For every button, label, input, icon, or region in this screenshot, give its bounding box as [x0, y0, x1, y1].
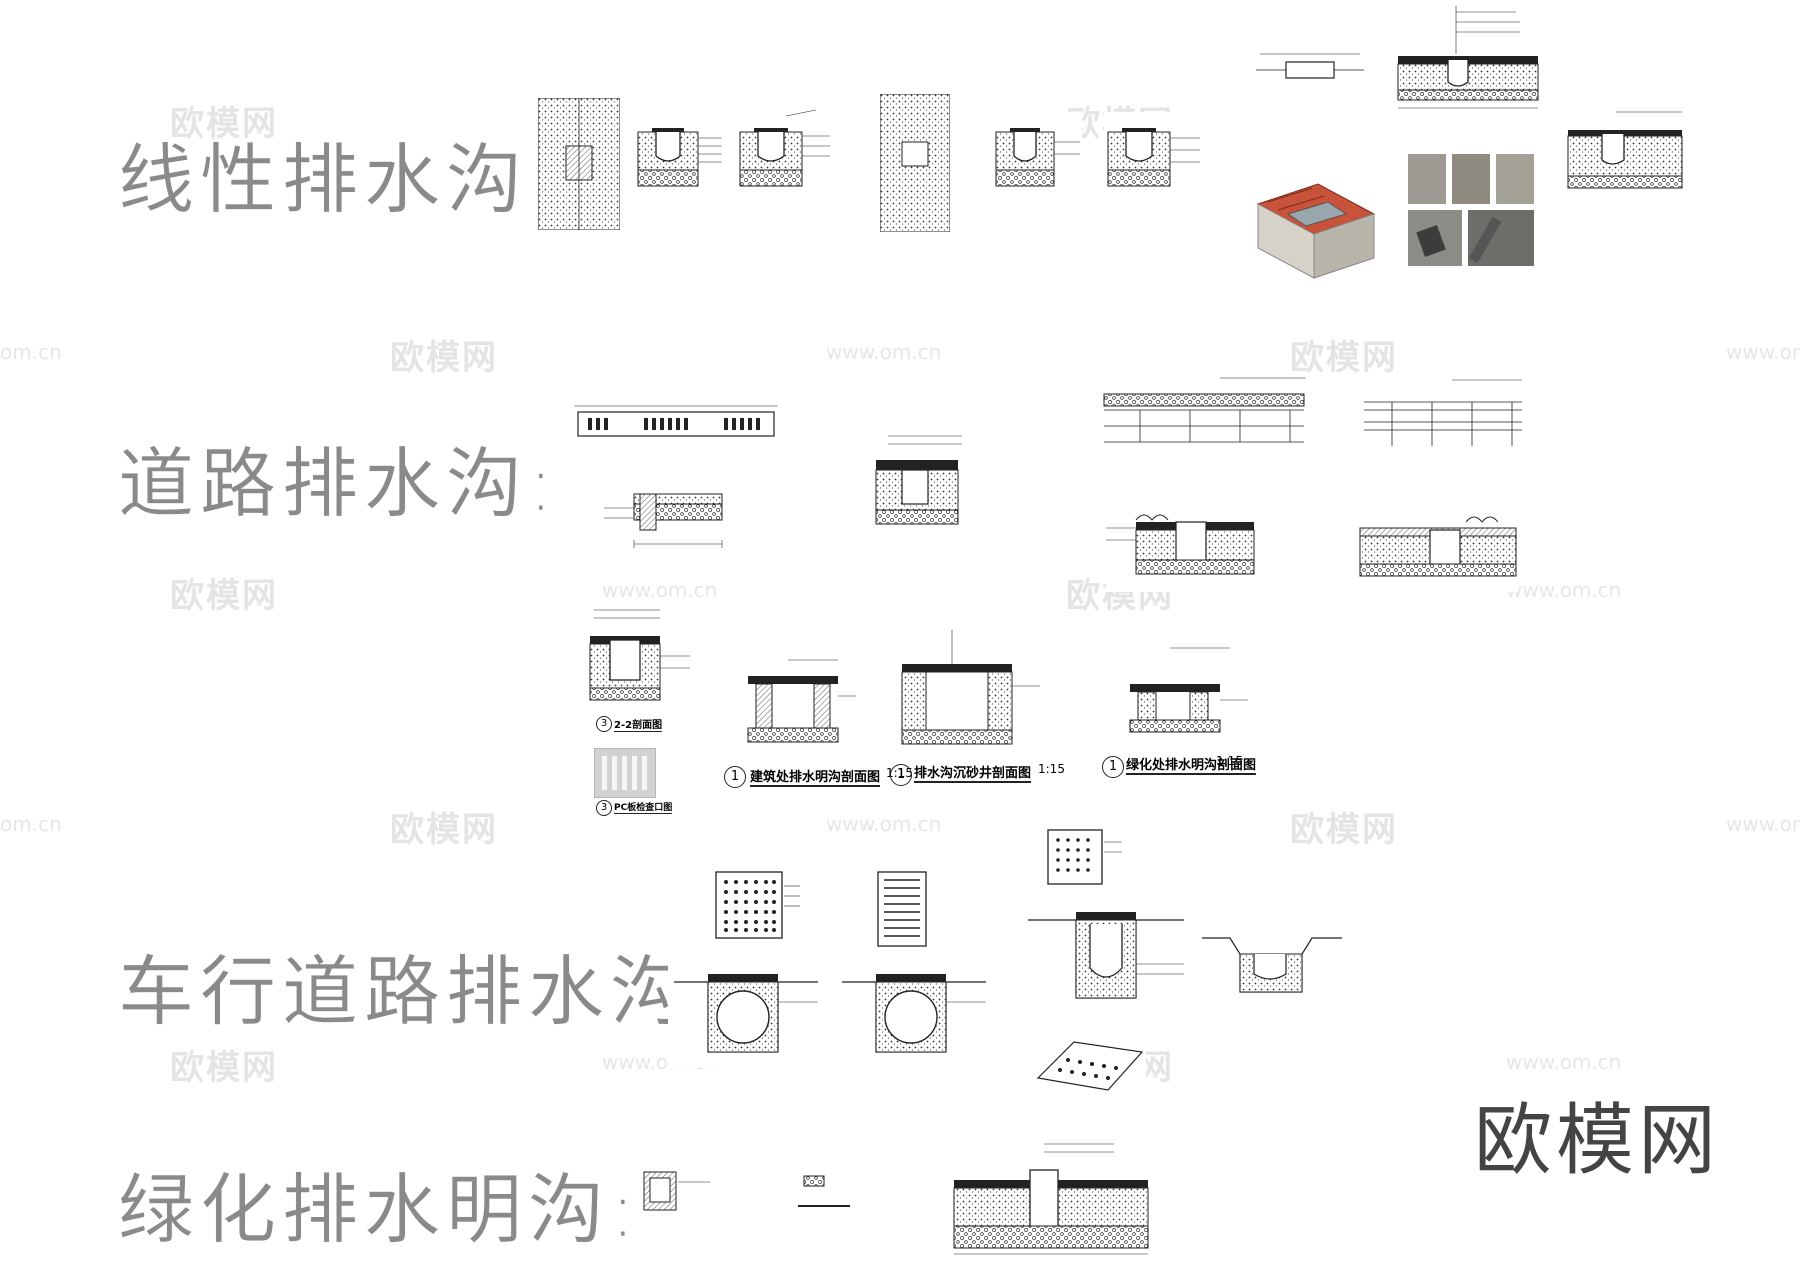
watermark-url: www.om.cn [1726, 812, 1800, 836]
watermark: 欧模网 [170, 576, 278, 616]
watermark: 欧模网 [1290, 338, 1398, 378]
drawing-title: PC板检查口图 [614, 800, 673, 814]
watermark-url: www.om.cn [1506, 1050, 1622, 1074]
drawing-number-circle: 1 [890, 764, 912, 786]
drawing-number-circle: 3 [596, 716, 612, 732]
linear-drain-section-a [632, 112, 724, 192]
grate-plan-small [1040, 822, 1124, 896]
watermark: 欧模网 [1290, 810, 1398, 850]
linear-drain-detail-right [1566, 106, 1684, 192]
watermark-url: www.om.cn [602, 578, 718, 602]
watermark-url: om.cn [0, 340, 62, 364]
road-drain-section-11 [604, 484, 724, 568]
brand-mark: 欧模网 [1474, 1096, 1721, 1186]
linear-drain-plan-mid [880, 94, 950, 232]
watermark: 欧模网 [170, 104, 278, 144]
drawing-number-circle: 1 [1102, 756, 1124, 778]
road-drain-section-left [1106, 498, 1256, 592]
watermark-url: om.cn [0, 812, 62, 836]
drawing-scale: 1:15 [1038, 762, 1065, 776]
building-drain-section [728, 656, 858, 744]
watermark-url: www.om.cn [826, 812, 942, 836]
green-drain-plan-small [632, 1168, 712, 1218]
grate-plan-dots [702, 856, 802, 956]
road-drain-plan [574, 398, 778, 442]
section-title-linear: 线性排水沟: [118, 135, 560, 224]
section-title-vehicle: 车行道路排水沟: [118, 947, 724, 1036]
section-title-road: 道路排水沟: [118, 439, 560, 528]
linear-drain-section-d [1104, 112, 1202, 192]
drawing-title: 绿化处排水明沟剖面图 [1126, 754, 1257, 775]
section-title-green: 绿化排水明沟: [118, 1165, 642, 1254]
pipe-drain-section-left [668, 962, 824, 1068]
drawing-number-circle: 1 [724, 766, 746, 788]
watermark-url: www.om.cn [1506, 578, 1622, 602]
green-drain-section-large [944, 1140, 1154, 1260]
pipe-drain-section-right [836, 962, 992, 1068]
sand-well-section [892, 628, 1042, 748]
drawing-number-circle: 3 [596, 800, 612, 816]
linear-drain-section-right [1396, 4, 1540, 114]
linear-drain-section-b [736, 106, 832, 192]
pc-board-photo [594, 748, 656, 798]
linear-drain-photos [1406, 152, 1536, 268]
watermark-url: www.om.cn [1726, 340, 1800, 364]
linear-drain-top-plan [1250, 46, 1370, 96]
green-drain-legend-small [794, 1172, 854, 1212]
watermark-url: www.om.cn [826, 340, 942, 364]
drawing-title: 建筑处排水明沟剖面图 [750, 766, 881, 787]
linear-drain-3d-render [1248, 174, 1378, 284]
vehicle-drain-section-large [1024, 904, 1188, 1014]
green-drain-section [1110, 644, 1250, 736]
road-drain-detail-mid [858, 430, 968, 540]
vehicle-drain-section-small [1200, 916, 1344, 1000]
drawing-title: 2-2剖面图 [614, 716, 663, 732]
grate-3d [1034, 1038, 1146, 1094]
road-drain-plan-large [1100, 376, 1308, 476]
linear-drain-section-c [990, 112, 1082, 192]
grate-plan-slots [866, 860, 956, 956]
watermark: 欧模网 [390, 338, 498, 378]
road-drain-section-right [1358, 500, 1518, 592]
linear-drain-plan-left [538, 98, 620, 230]
road-drain-section-22 [560, 606, 692, 710]
drawing-scale: 1:15 [1216, 754, 1243, 768]
watermark: 欧模网 [390, 810, 498, 850]
watermark: 欧模网 [170, 1048, 278, 1088]
road-drain-plan-cap [1362, 376, 1524, 462]
drawing-title: 排水沟沉砂井剖面图 [914, 762, 1032, 783]
